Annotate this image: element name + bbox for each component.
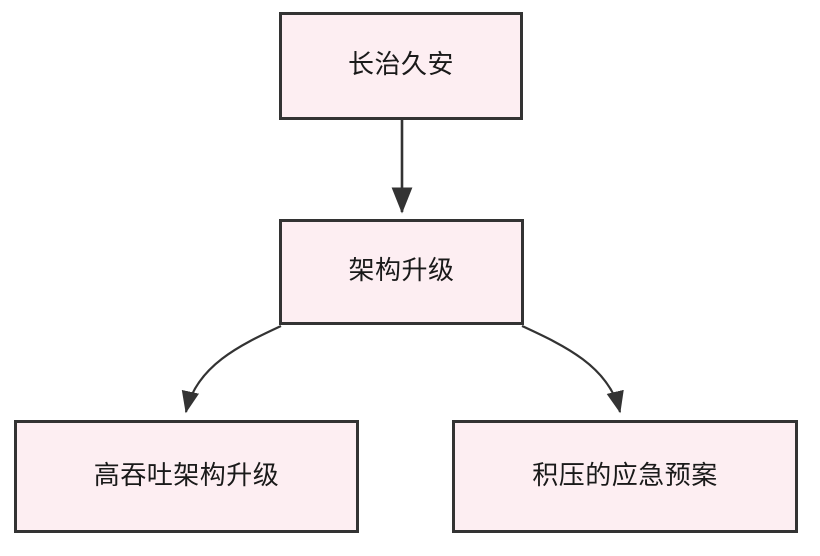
node-left-label: 高吞吐架构升级 — [93, 460, 280, 491]
node-mid-label: 架构升级 — [348, 256, 455, 287]
node-high-throughput[interactable]: 高吞吐架构升级 — [14, 420, 359, 533]
node-emergency-plan[interactable]: 积压的应急预案 — [452, 420, 798, 533]
node-root[interactable]: 长治久安 — [279, 12, 523, 120]
edge-mid-to-right — [521, 325, 624, 414]
node-right-label: 积压的应急预案 — [532, 460, 718, 491]
node-architecture-upgrade[interactable]: 架构升级 — [279, 219, 524, 325]
node-root-label: 长治久安 — [347, 50, 454, 81]
edge-mid-to-left — [181, 325, 282, 414]
